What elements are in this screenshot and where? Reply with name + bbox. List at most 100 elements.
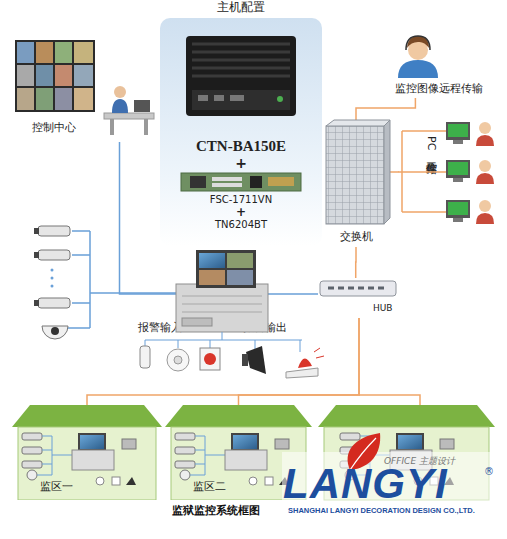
- smoke-detector: [167, 349, 189, 371]
- light-sensor: [140, 346, 150, 368]
- zone-three-wiring: [359, 395, 420, 405]
- hub-port: [328, 287, 384, 290]
- dvr-monitor: [196, 250, 256, 288]
- node-label: 报警输入: [138, 322, 182, 335]
- screen-tile: [227, 270, 253, 285]
- node-label: TN6204BT: [160, 219, 322, 231]
- ellipsis-dot: [51, 277, 54, 280]
- video-tile: [55, 65, 72, 86]
- video-tile: [74, 42, 93, 63]
- camera-lens: [34, 228, 39, 234]
- ellipsis-dot: [51, 269, 54, 272]
- operator-body: [112, 99, 128, 113]
- node-label: FSC-1711VN: [160, 194, 322, 206]
- host-config-panel: 主机配置CTN-BA150E+FSC-1711VN+TN6204BT: [160, 18, 322, 246]
- hub-device: HUB: [318, 278, 400, 318]
- house-body: [18, 427, 156, 500]
- pc-workstation: [446, 122, 494, 224]
- remote-user: [398, 36, 438, 78]
- user-head: [479, 200, 491, 212]
- front-panel: [182, 318, 212, 326]
- node-label: CTN-BA150E: [160, 138, 322, 155]
- bullet-camera: [38, 226, 70, 236]
- network-cable: [239, 318, 360, 405]
- siren-base: [242, 354, 248, 366]
- user-head: [479, 160, 491, 172]
- person-head: [408, 40, 428, 60]
- video-tile: [55, 42, 72, 63]
- smoke-detector-center: [174, 356, 182, 364]
- user-body: [476, 173, 494, 184]
- strobe-rays: [314, 348, 324, 358]
- screen-tile: [227, 253, 253, 268]
- pc-stand: [453, 178, 463, 182]
- person-hair: [407, 36, 429, 48]
- bullet-camera: [38, 250, 70, 260]
- switch-top: [326, 120, 390, 126]
- operator-desk: [104, 86, 154, 135]
- camera-lens: [34, 300, 39, 306]
- video-cable: [68, 231, 178, 328]
- pc-screen: [448, 162, 468, 175]
- pc-stand: [453, 218, 463, 222]
- network-cable: [87, 318, 359, 405]
- switch-cabinet: [326, 120, 390, 224]
- emergency-button-box: [200, 348, 220, 370]
- siren: [246, 346, 266, 374]
- node-label: 交换机: [322, 231, 390, 244]
- dome-lens: [51, 327, 59, 335]
- strobe-light: [298, 358, 312, 368]
- desk-leg: [110, 119, 114, 135]
- alarm-input-devices: [140, 346, 220, 371]
- desk-monitor: [134, 100, 150, 112]
- screen-tile: [199, 270, 225, 285]
- user-body: [476, 135, 494, 146]
- pc-workstations: PC 工作站分控: [398, 112, 495, 228]
- strobe-base: [286, 368, 318, 378]
- alarm-input-group: 报警输入: [120, 320, 235, 382]
- remote-viewer: 监控图像远程传输: [380, 36, 498, 98]
- node-label: PC 工作站分控: [424, 134, 437, 156]
- video-tile: [74, 65, 93, 86]
- alarm-wiring: [145, 332, 302, 352]
- alarm-output-group: 报警输出: [235, 320, 335, 382]
- control-center: 控制中心: [10, 36, 160, 142]
- video-tile: [55, 88, 72, 110]
- dome-camera: [42, 326, 68, 339]
- camera-wiring: [68, 231, 178, 328]
- video-wall: [15, 40, 95, 112]
- user-body: [476, 213, 494, 224]
- node-label: +: [160, 155, 322, 171]
- pc-branch-wiring: [398, 131, 446, 212]
- node-label: 监区二: [193, 481, 226, 494]
- lan-cable: [359, 395, 420, 405]
- lan-cable: [398, 131, 446, 212]
- video-wall-frame: [15, 40, 95, 112]
- video-tile: [74, 88, 93, 110]
- diagram-caption: 监狱监控系统框图: [172, 503, 260, 518]
- hub-device: [320, 281, 396, 296]
- network-cable: [355, 247, 357, 278]
- video-tile: [17, 42, 34, 63]
- panel-heading: 主机配置: [160, 1, 322, 15]
- headset: [406, 36, 430, 50]
- switch-body: [326, 126, 384, 224]
- desk: [104, 113, 154, 119]
- emergency-button: [204, 353, 216, 365]
- pc-monitor: [446, 160, 470, 178]
- node-label: 控制中心: [32, 122, 76, 135]
- node-label: 监区一: [40, 481, 73, 494]
- pc-screen: [448, 124, 468, 137]
- company-name: SHANGHAI LANGYI DECORATION DESIGN CO.,LT…: [288, 506, 475, 515]
- alarm-output-devices: [242, 346, 324, 378]
- logo-halo: [282, 452, 492, 522]
- node-label: 报警输出: [243, 322, 287, 335]
- pc-monitor: [446, 200, 470, 218]
- drive-bay: [182, 296, 262, 312]
- house-roof: [12, 405, 162, 427]
- prison-zone: 监区一: [12, 405, 162, 500]
- pc-monitor: [446, 122, 470, 140]
- hub-body: [320, 281, 396, 296]
- camera-group: [34, 226, 70, 339]
- user-head: [479, 122, 491, 134]
